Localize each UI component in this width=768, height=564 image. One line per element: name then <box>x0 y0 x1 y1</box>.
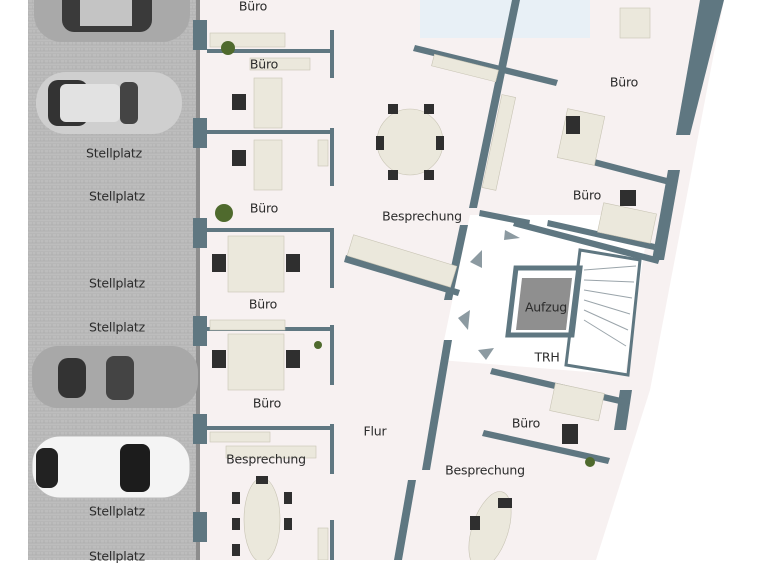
direction-arrows <box>458 230 520 360</box>
room-label-trh: TRH <box>534 349 560 365</box>
room-label-aufzug: Aufzug <box>524 299 568 315</box>
parking-label: Stellplatz <box>85 145 143 161</box>
room-label-buero: Büro <box>249 56 279 72</box>
room-label-buero: Büro <box>238 0 268 14</box>
parking-label: Stellplatz <box>88 548 146 564</box>
room-label-buero: Büro <box>252 395 282 411</box>
plants <box>215 41 595 467</box>
parking-label: Stellplatz <box>88 319 146 335</box>
parking-label: Stellplatz <box>88 188 146 204</box>
room-label-buero: Büro <box>609 74 639 90</box>
room-label-buero: Büro <box>572 187 602 203</box>
room-label-buero: Büro <box>249 200 279 216</box>
staircase <box>583 265 637 347</box>
car <box>36 72 182 134</box>
elevator <box>516 278 572 330</box>
car <box>31 435 191 499</box>
room-label-flur: Flur <box>363 423 387 439</box>
room-label-buero: Büro <box>248 296 278 312</box>
parking-label: Stellplatz <box>88 503 146 519</box>
room-label-besprechung: Besprechung <box>226 451 306 467</box>
car <box>34 0 190 42</box>
parking-label: Stellplatz <box>88 275 146 291</box>
car <box>32 346 198 408</box>
room-label-besprechung: Besprechung <box>382 208 462 224</box>
room-label-besprechung: Besprechung <box>445 462 525 478</box>
room-label-buero: Büro <box>511 415 541 431</box>
furniture <box>209 7 657 560</box>
chairs <box>212 94 636 556</box>
